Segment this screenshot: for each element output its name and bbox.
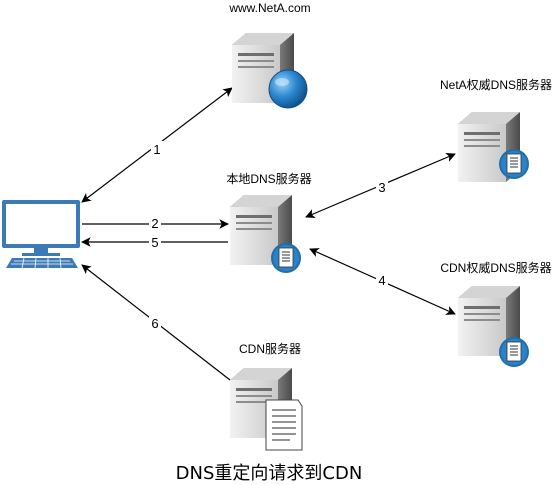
client-computer xyxy=(2,200,80,269)
neta-dns-node: NetA权威DNS服务器 xyxy=(440,77,552,182)
dns-server-icon xyxy=(458,286,530,368)
dns-server-icon xyxy=(458,112,530,182)
edge-label-2: 2 xyxy=(151,216,158,231)
local-dns-node: 本地DNS服务器 xyxy=(226,171,312,274)
dns-server-icon xyxy=(230,195,302,274)
www-server-label: www.NetA.com xyxy=(228,1,310,15)
edge-label-3: 3 xyxy=(378,180,385,195)
cdn-server-node: CDN服务器 xyxy=(230,341,303,451)
www-server-node: www.NetA.com xyxy=(228,1,311,109)
cdn-server-label: CDN服务器 xyxy=(239,341,301,356)
edge-label-6: 6 xyxy=(151,316,158,331)
edge-label-5: 5 xyxy=(151,235,158,250)
cdn-dns-node: CDN权威DNS服务器 xyxy=(440,260,552,368)
cdn-dns-label: CDN权威DNS服务器 xyxy=(440,260,551,275)
edge-labels: 1 2 5 3 4 6 xyxy=(149,141,388,331)
web-server-globe-icon xyxy=(232,33,308,109)
diagram-caption: DNS重定向请求到CDN xyxy=(176,463,363,484)
desktop-monitor-icon xyxy=(2,200,80,269)
neta-dns-label: NetA权威DNS服务器 xyxy=(440,77,552,92)
edge-label-1: 1 xyxy=(153,142,160,157)
local-dns-label: 本地DNS服务器 xyxy=(226,171,311,186)
file-server-icon xyxy=(230,368,303,451)
edge-label-4: 4 xyxy=(378,273,385,288)
